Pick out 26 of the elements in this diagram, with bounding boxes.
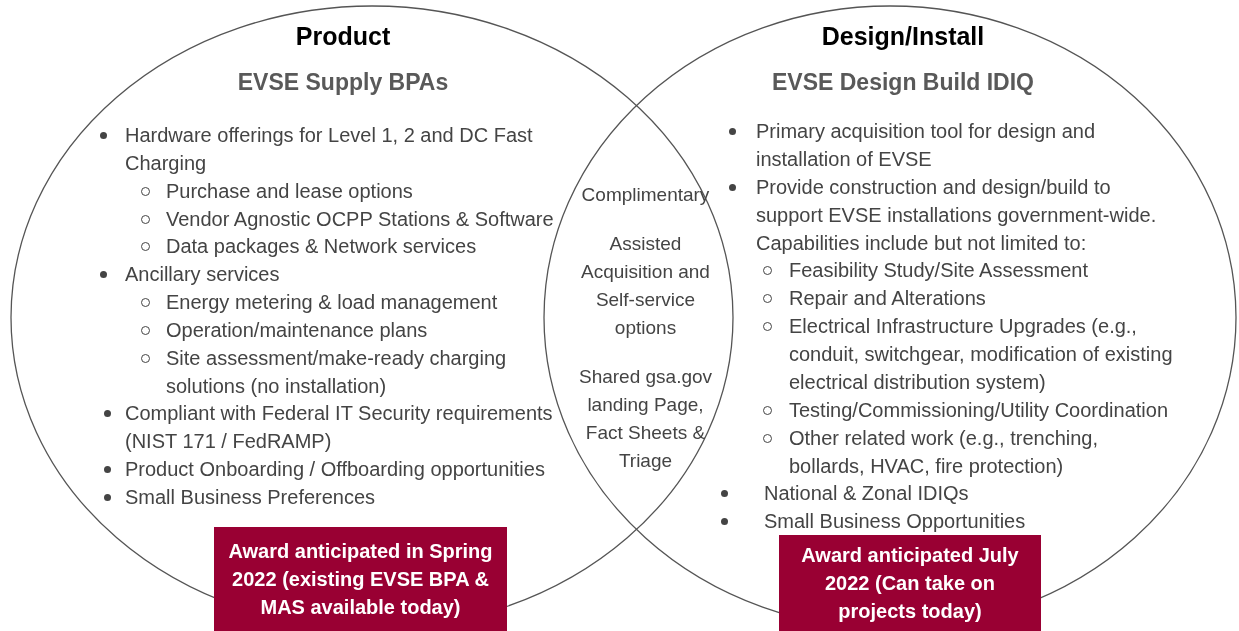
list-item-text: Operation/maintenance plans bbox=[166, 318, 429, 343]
list-item-text: Electrical Infrastructure Upgrades (e.g., conduit, switchgear, modification of existing electrical distribution system) bbox=[789, 314, 1174, 395]
list-item-text: Other related work (e.g., trenching, bollards, HVAC, fire protection) bbox=[789, 426, 1100, 479]
list-item-text: Hardware offerings for Level 1, 2 and DC Fast Charging bbox=[125, 123, 534, 176]
list-item-text: Compliant with Federal IT Security requirements (NIST 171 / FedRAMP) bbox=[125, 401, 554, 454]
list-item-text: Feasibility Study/Site Assessment bbox=[789, 258, 1089, 283]
list-item-text: Small Business Preferences bbox=[125, 485, 377, 510]
list-item-text: Site assessment/make-ready charging solutions (no installation) bbox=[166, 346, 508, 399]
overlap-text: Shared gsa.gov landing Page, Fact Sheets & Triage bbox=[577, 365, 714, 473]
list-item-text: Repair and Alterations bbox=[789, 286, 987, 311]
circle-subheading: EVSE Supply BPAs bbox=[237, 68, 449, 96]
circle-subheading: EVSE Design Build IDIQ bbox=[772, 68, 1034, 96]
list-item-text: Provide construction and design/build to support EVSE installations government-wide. Capabilities include but not limited to: bbox=[756, 175, 1158, 256]
list-item-text: Primary acquisition tool for design and installation of EVSE bbox=[756, 119, 1097, 172]
overlap-text: Assisted Acquisition and Self-service options bbox=[580, 232, 711, 340]
circle-heading: Design/Install bbox=[821, 21, 985, 51]
list-item-text: Purchase and lease options bbox=[166, 179, 414, 204]
list-item-text: Testing/Commissioning/Utility Coordination bbox=[789, 398, 1170, 423]
list-item-text: Vendor Agnostic OCPP Stations & Software bbox=[166, 207, 555, 232]
list-item-text: Energy metering & load management bbox=[166, 290, 499, 315]
circle-heading: Product bbox=[295, 21, 391, 51]
list-item-text: National & Zonal IDIQs bbox=[764, 481, 970, 506]
list-item-text: Small Business Opportunities bbox=[764, 509, 1027, 534]
list-item-text: Ancillary services bbox=[125, 262, 281, 287]
list-item-text: Data packages & Network services bbox=[166, 234, 478, 259]
list-item-text: Product Onboarding / Offboarding opportunities bbox=[125, 457, 546, 482]
